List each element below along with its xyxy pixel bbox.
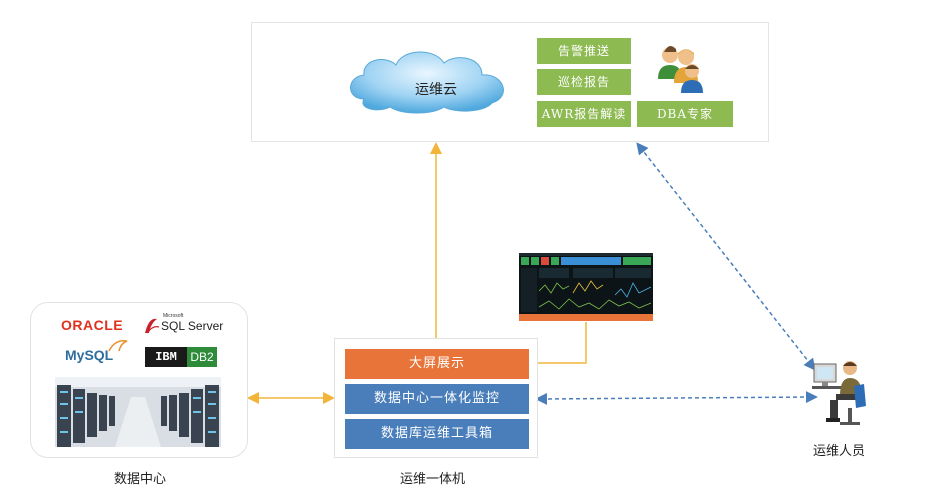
- module-big-screen[interactable]: 大屏展示: [345, 349, 529, 379]
- server-room-image: [55, 377, 221, 447]
- service-inspection-report[interactable]: 巡检报告: [537, 69, 631, 95]
- appliance-caption: 运维一体机: [400, 472, 466, 487]
- operator-person-icon: [812, 361, 866, 425]
- big-screen-dashboard-thumbnail: [519, 253, 653, 321]
- dba-experts-icon: [658, 46, 703, 93]
- operator-caption: 运维人员: [813, 444, 866, 459]
- datacenter-caption: 数据中心: [114, 472, 167, 487]
- appliance-panel: 大屏展示 数据中心一体化监控 数据库运维工具箱: [334, 338, 538, 458]
- datacenter-panel: ORACLE Microsoft SQL Server MySQL IBM DB…: [30, 302, 248, 458]
- mysql-dolphin-icon: [108, 339, 128, 352]
- cloud-operator-arrow: [636, 142, 816, 371]
- cloud-icon: [350, 51, 504, 114]
- module-database-toolbox[interactable]: 数据库运维工具箱: [345, 419, 529, 449]
- oracle-logo: ORACLE: [61, 317, 124, 333]
- service-awr-report[interactable]: AWR报告解读: [537, 101, 631, 127]
- sqlserver-label: SQL Server: [161, 319, 224, 333]
- sqlserver-microsoft-label: Microsoft: [163, 313, 184, 319]
- bigscreen-connector: [528, 322, 587, 364]
- ibm-logo: IBM: [145, 347, 187, 367]
- db2-logo: DB2: [187, 347, 217, 367]
- service-alert-push[interactable]: 告警推送: [537, 38, 631, 64]
- module-datacenter-monitoring[interactable]: 数据中心一体化监控: [345, 384, 529, 414]
- dashboard-thumbnail-image: [519, 253, 653, 321]
- mysql-logo: MySQL: [65, 347, 114, 363]
- sqlserver-flag-icon: [145, 318, 159, 334]
- dba-expert-button[interactable]: DBA专家: [637, 101, 733, 127]
- sqlserver-logo: Microsoft SQL Server: [143, 313, 233, 335]
- cloud-label: 运维云: [415, 82, 457, 98]
- appliance-operator-arrow: [535, 391, 818, 405]
- cloud-panel: 运维云 告警推送 巡检报告 AWR报告解读 DBA专家: [251, 22, 769, 142]
